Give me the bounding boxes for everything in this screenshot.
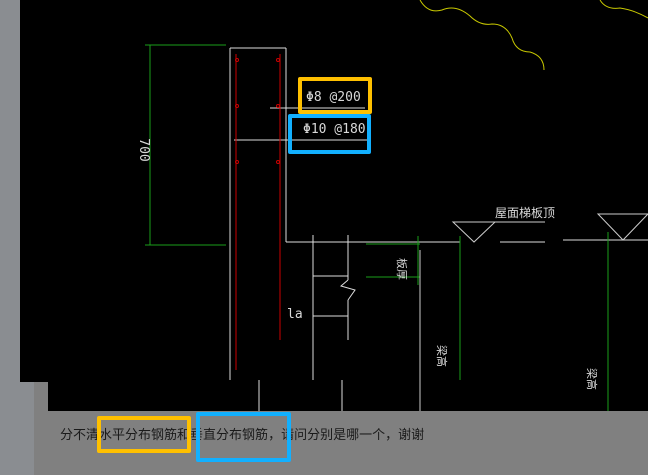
highlight-vertical-rebar-text <box>196 412 291 462</box>
dimension-label: 700 <box>136 138 151 161</box>
post-connector: 和 <box>177 428 191 443</box>
wall-outline <box>229 47 648 411</box>
post-text: 分不清水平分布钢筋和垂直分布钢筋，请问分别是哪一个，谢谢 <box>60 424 424 443</box>
post-vertical: 垂直分布钢筋 <box>190 428 269 443</box>
rebar-horizontal-label: Φ8 @200 <box>306 90 361 105</box>
post-horizontal: 水平分布钢筋 <box>99 428 178 443</box>
post-suffix: ，请问分别是哪一个，谢谢 <box>268 428 425 443</box>
dimension-lines <box>145 44 609 411</box>
rebar-lines <box>235 54 281 370</box>
roof-label: 屋面梯板顶 <box>495 206 555 220</box>
post-prefix: 分不清 <box>60 428 100 443</box>
rebar-vertical-label: Φ10 @180 <box>303 122 366 137</box>
elevation-marker-2 <box>596 213 648 241</box>
highlight-vertical-rebar-drawing <box>288 114 371 154</box>
beam-label-2: 梁高 <box>585 368 599 390</box>
anchor-label: la <box>287 307 303 322</box>
revision-cloud <box>419 0 648 71</box>
slab-label: 板厚 <box>395 258 409 280</box>
highlight-horizontal-rebar-text <box>97 416 191 453</box>
highlight-horizontal-rebar-drawing <box>298 77 372 114</box>
beam-label: 梁高 <box>435 345 449 367</box>
